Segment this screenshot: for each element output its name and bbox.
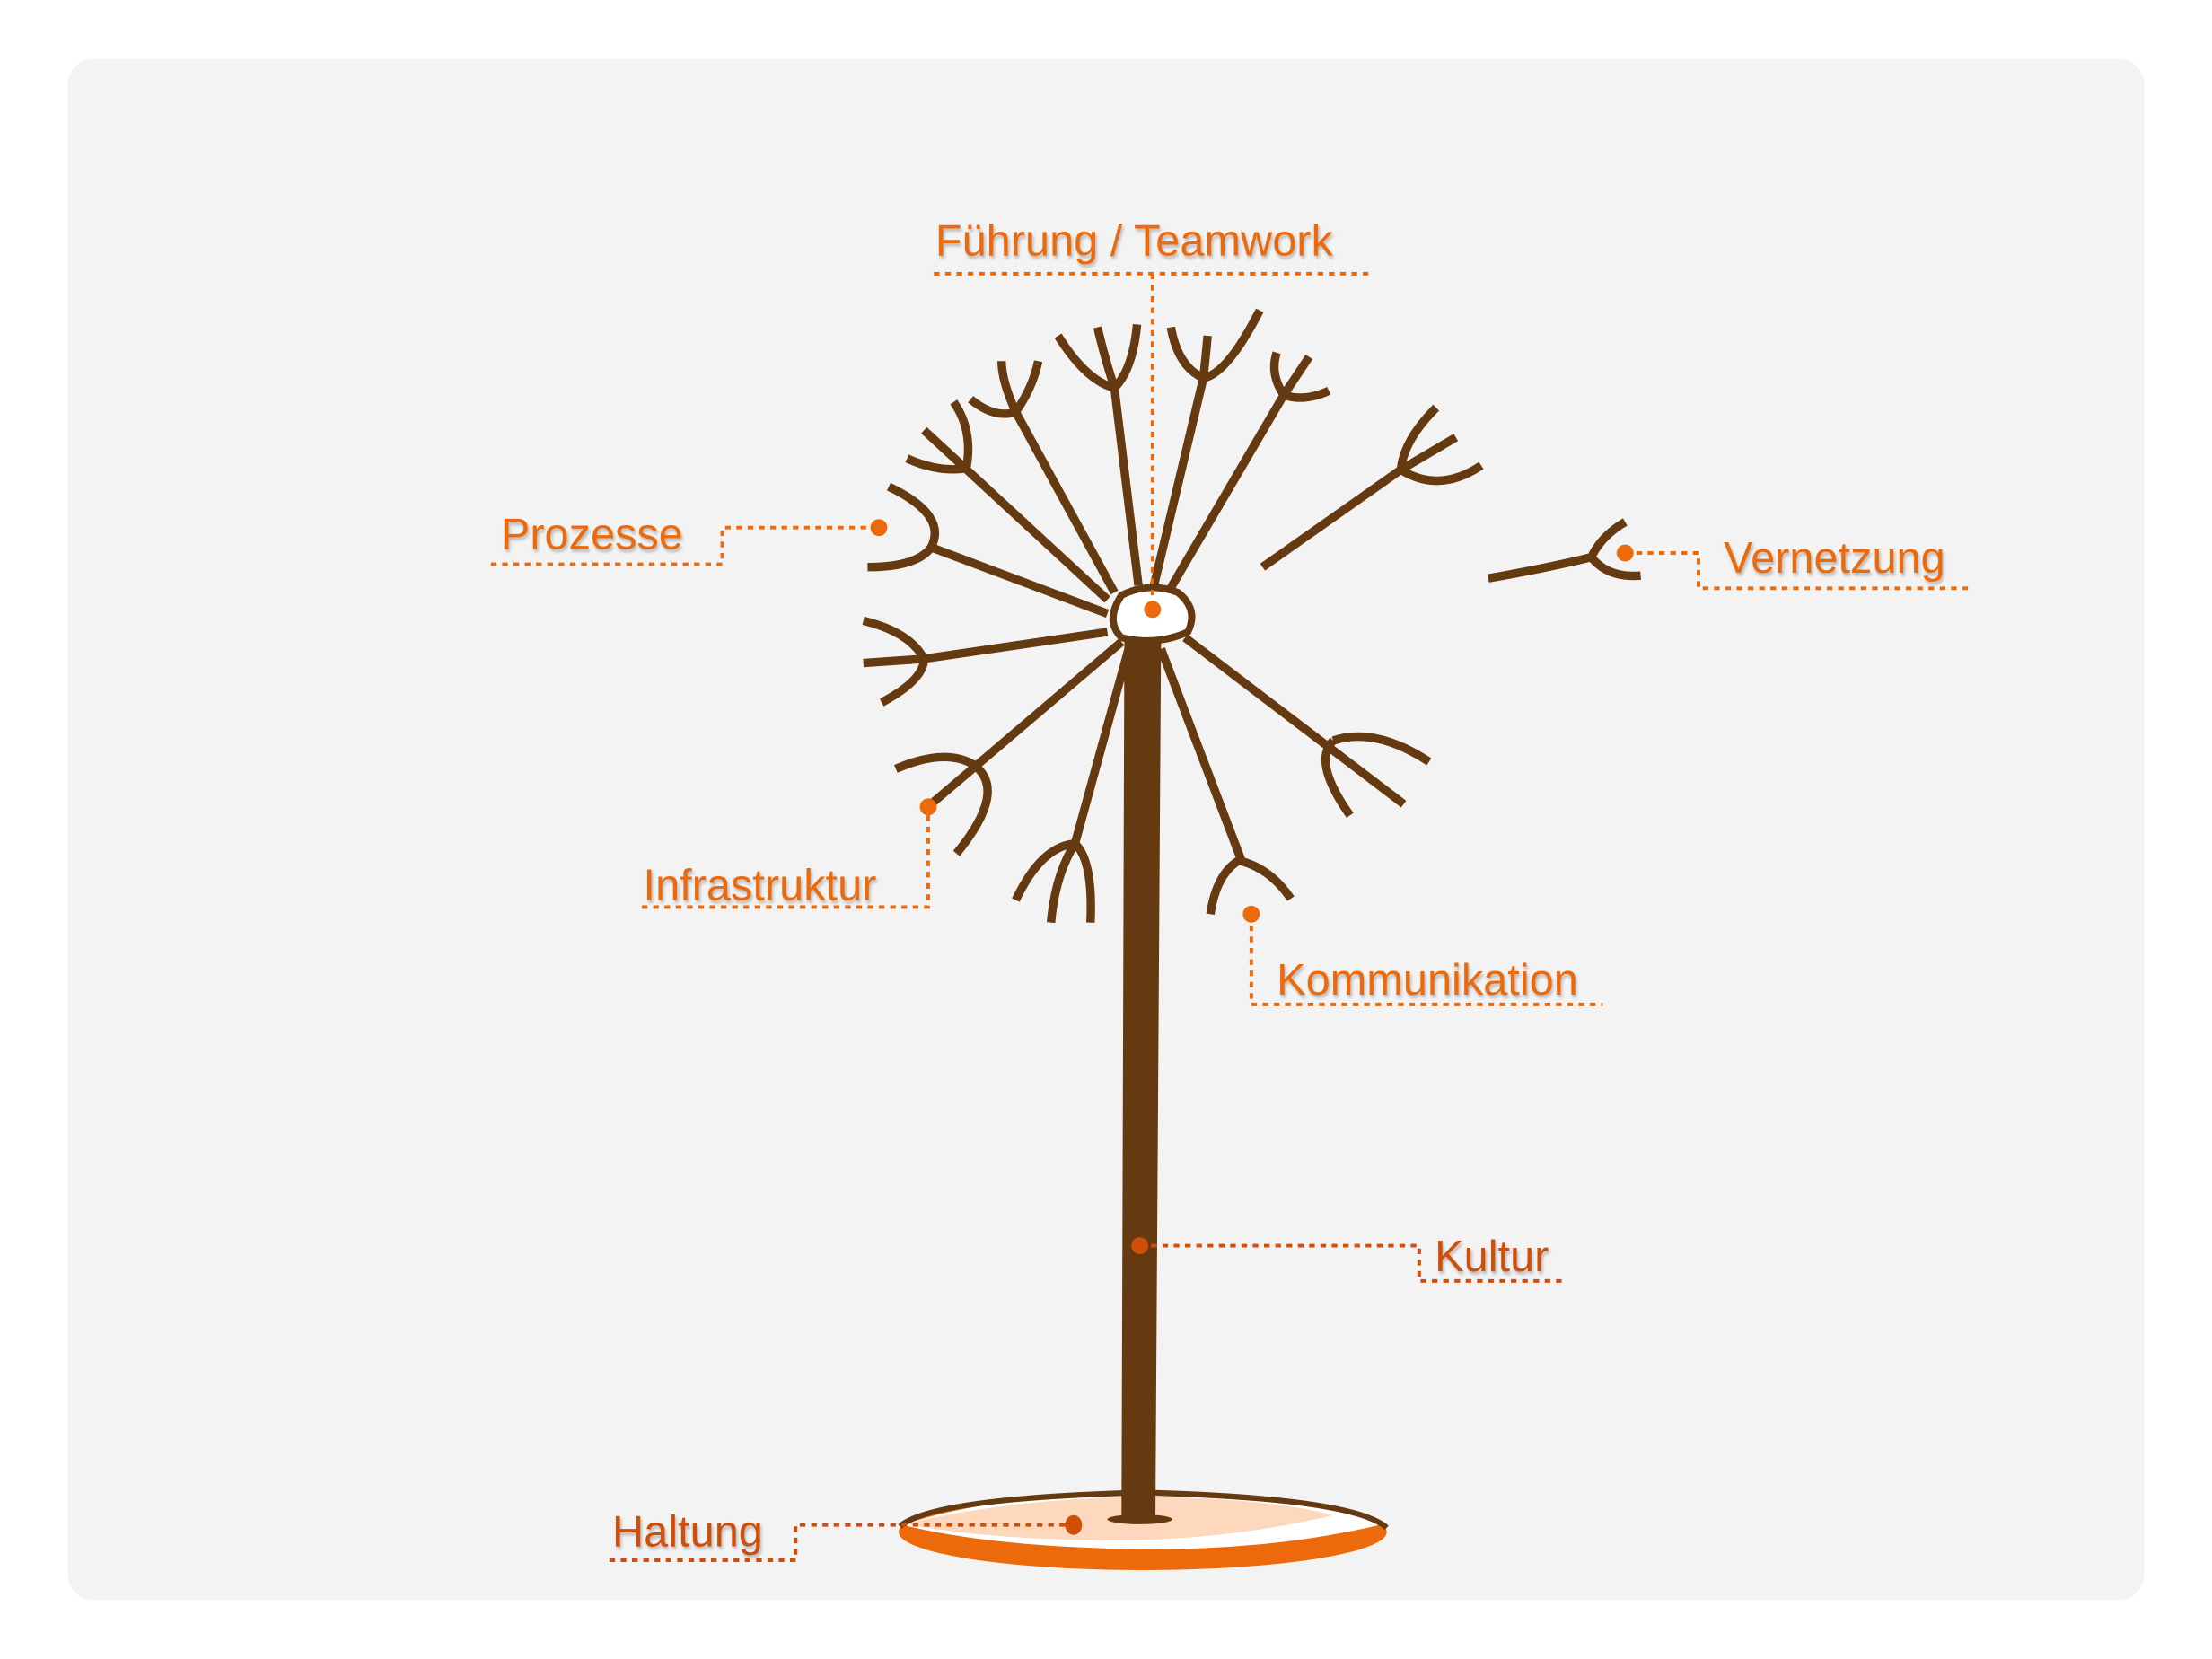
- label-kommunikation: Kommunikation: [1277, 956, 1578, 1005]
- callout-fuehrung-teamwork: Führung / Teamwork: [934, 216, 1372, 619]
- callout-vernetzung: Vernetzung: [1616, 534, 1969, 591]
- callout-haltung: Haltung: [609, 1507, 1083, 1562]
- tree-trunk: [1121, 642, 1162, 1518]
- callout-kommunikation: Kommunikation: [1242, 905, 1603, 1006]
- callout-infrastruktur: Infrastruktur: [642, 798, 937, 910]
- label-kultur: Kultur: [1435, 1233, 1549, 1281]
- tree-branches: [862, 308, 1641, 924]
- label-prozesse: Prozesse: [501, 510, 683, 558]
- label-haltung: Haltung: [612, 1507, 763, 1556]
- label-infrastruktur: Infrastruktur: [644, 862, 877, 910]
- ground-disc: [898, 1489, 1389, 1570]
- callout-kultur: Kultur: [1131, 1233, 1562, 1283]
- callout-prozesse: Prozesse: [490, 510, 888, 566]
- card-background: [67, 59, 2145, 1600]
- label-vernetzung: Vernetzung: [1724, 534, 1944, 583]
- label-fuehrung-teamwork: Führung / Teamwork: [935, 216, 1334, 265]
